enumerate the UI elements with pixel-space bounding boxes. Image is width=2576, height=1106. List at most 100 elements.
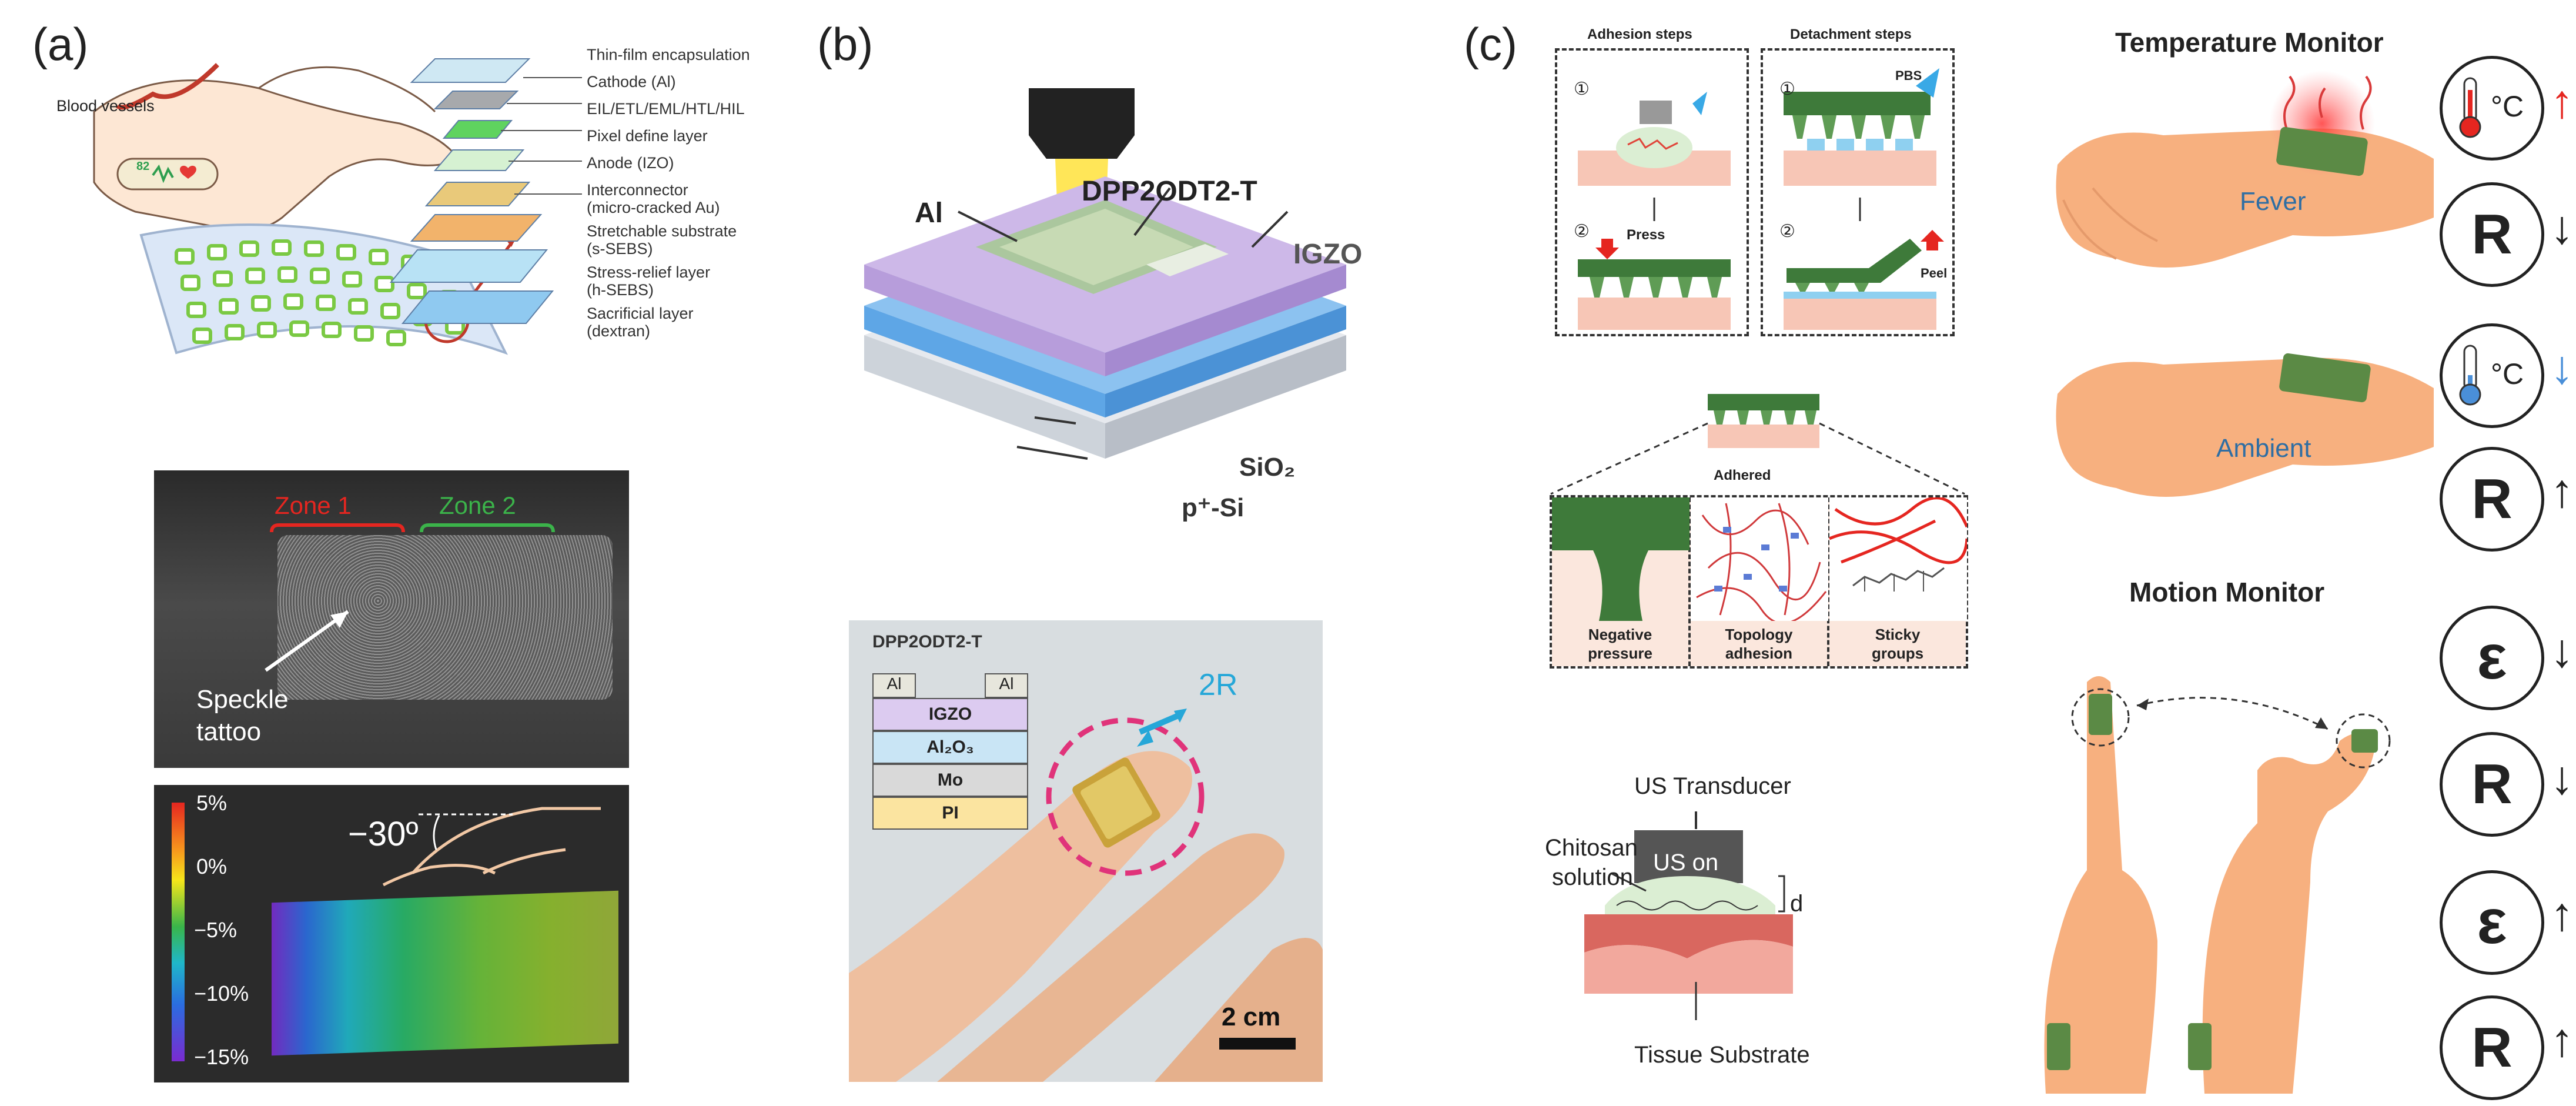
layer-labels: Thin-film encapsulation Cathode (Al) EIL…: [587, 41, 750, 341]
us-transducer-label: US Transducer: [1634, 773, 1791, 799]
mechanisms-box: Negative pressure Topology adhesion Stic…: [1550, 495, 1968, 669]
layer-label: (dextran): [587, 322, 651, 340]
strain-map-photo: 5% 0% −5% −10% −15% −30º: [154, 785, 629, 1082]
detachment-step-2: ②: [1779, 222, 1795, 241]
adhesion-title: Adhesion steps: [1587, 26, 1692, 42]
tattoo-label-1: Speckle: [196, 685, 289, 714]
mechanism-sticky-groups: Sticky groups: [1829, 497, 1967, 666]
adhesion-step-2: ②: [1574, 222, 1590, 241]
stack-layer: Mo: [872, 764, 1028, 797]
panel-a-display-illustration: [93, 58, 582, 355]
celsius-label: °C: [2491, 90, 2524, 123]
display-badge: 82: [136, 160, 150, 173]
temperature-monitor-title: Temperature Monitor: [2115, 27, 2384, 58]
mechanism-label-line2: adhesion: [1725, 644, 1793, 662]
motion-hands-illustration: [2044, 676, 2391, 1094]
tft-device-illustration: [864, 88, 1346, 460]
chitosan-label-1: Chitosan: [1545, 835, 1638, 861]
colorbar: [172, 803, 185, 1061]
stack-al-left: Al: [872, 673, 916, 698]
pbs-label: PBS: [1895, 68, 1922, 83]
psi-label: p⁺-Si: [1182, 493, 1244, 522]
layer-label: Stress-relief layer: [587, 263, 711, 281]
stack-layer: PI: [872, 797, 1028, 830]
chitosan-label-2: solution: [1552, 864, 1633, 890]
resistance-indicator: R: [2440, 995, 2544, 1100]
layer-label: Thin-film encapsulation: [587, 46, 750, 64]
layer-label: Sacrificial layer: [587, 305, 694, 322]
mechanism-label-line2: groups: [1871, 644, 1924, 662]
resistance-label: R: [2471, 467, 2513, 530]
stack-layer: Al₂O₃: [872, 731, 1028, 764]
igzo-label: IGZO: [1293, 239, 1363, 270]
peel-label: Peel: [1921, 266, 1948, 280]
scale-bar-label: 2 cm: [1222, 1003, 1281, 1031]
stack-al-right: Al: [985, 673, 1028, 698]
detachment-title: Detachment steps: [1790, 26, 1912, 42]
resistance-up-arrow-icon: ↑: [2550, 1014, 2574, 1066]
us-on-label: US on: [1653, 850, 1719, 876]
photo-stack-title: DPP2ODT2-T: [872, 632, 982, 651]
thermometer-indicator: °C: [2440, 323, 2544, 428]
strain-label: ε: [2477, 621, 2507, 692]
layer-label: Pixel define layer: [587, 127, 708, 145]
adhered-illustration: [1550, 394, 1965, 495]
celsius-label: °C: [2491, 357, 2524, 390]
strain-indicator: ε: [2440, 606, 2544, 710]
resistance-label: R: [2471, 753, 2513, 816]
radius-label: 2R: [1199, 668, 1238, 702]
layer-label: EIL/ETL/EML/HTL/HIL: [587, 100, 745, 118]
finger-device-photo: DPP2ODT2-T Al Al IGZO Al₂O₃ Mo PI 2R 2 c…: [849, 620, 1323, 1082]
adhered-label: Adhered: [1714, 467, 1771, 483]
colorbar-tick: 5%: [196, 791, 228, 815]
strain-up-arrow-icon: ↑: [2550, 888, 2574, 940]
panel-a-label: (a): [32, 18, 89, 70]
resistance-indicator: R: [2440, 447, 2544, 552]
layer-label: Interconnector: [587, 181, 688, 199]
blood-vessels-label: Blood vessels: [56, 97, 155, 115]
temp-down-arrow-icon: ↓: [2550, 341, 2574, 393]
speckle-tattoo-photo: Zone 1 Zone 2 Speckle tattoo: [154, 470, 629, 768]
colorbar-tick: −10%: [194, 981, 249, 1005]
zone2-label: Zone 2: [439, 492, 516, 519]
ambient-label: Ambient: [2216, 434, 2311, 463]
photo-layer-stack: Al Al IGZO Al₂O₃ Mo PI: [872, 673, 1028, 830]
resistance-down-arrow-icon: ↓: [2550, 201, 2574, 253]
layer-label: (micro-cracked Au): [587, 199, 720, 216]
dpp-label: DPP2ODT2-T: [1082, 176, 1257, 207]
temp-up-arrow-icon: ↑: [2550, 75, 2574, 128]
strain-down-arrow-icon: ↓: [2550, 624, 2574, 677]
thickness-d-label: d: [1790, 891, 1804, 917]
colorbar-tick: 0%: [196, 854, 228, 878]
mechanism-label-line2: pressure: [1588, 644, 1652, 662]
layer-label: Cathode (Al): [587, 73, 676, 91]
resistance-down-arrow-icon: ↓: [2550, 751, 2574, 804]
resistance-label: R: [2471, 203, 2513, 266]
press-label: Press: [1627, 227, 1665, 243]
adhesion-steps-box: ① ② Press: [1555, 48, 1749, 336]
resistance-up-arrow-icon: ↑: [2550, 465, 2574, 517]
resistance-indicator: R: [2440, 182, 2544, 287]
sio2-label: SiO₂: [1239, 453, 1296, 482]
layer-label: Stretchable substrate: [587, 222, 737, 240]
detachment-step-1: ①: [1779, 79, 1795, 99]
adhesion-step-1: ①: [1574, 79, 1590, 99]
angle-label: −30º: [348, 815, 419, 853]
panel-b-label: (b): [817, 18, 874, 70]
layer-label: Anode (IZO): [587, 154, 674, 172]
detachment-steps-box: ① ② PBS Peel: [1761, 48, 1955, 336]
panel-c-label: (c): [1464, 18, 1517, 70]
mechanism-label-line1: Topology: [1725, 626, 1793, 643]
resistance-label: R: [2471, 1016, 2513, 1079]
zone1-label: Zone 1: [275, 492, 352, 519]
thermometer-indicator: °C: [2440, 56, 2544, 161]
ultrasound-illustration: [1584, 811, 1793, 1020]
mechanism-topology-adhesion: Topology adhesion: [1691, 497, 1829, 666]
colorbar-tick: −15%: [194, 1045, 249, 1069]
temperature-hands-illustration: [2056, 71, 2434, 497]
layer-label: (s-SEBS): [587, 240, 653, 258]
resistance-indicator: R: [2440, 732, 2544, 837]
colorbar-tick: −5%: [194, 918, 237, 942]
mechanism-label-line1: Sticky: [1875, 626, 1921, 643]
strain-indicator: ε: [2440, 870, 2544, 975]
